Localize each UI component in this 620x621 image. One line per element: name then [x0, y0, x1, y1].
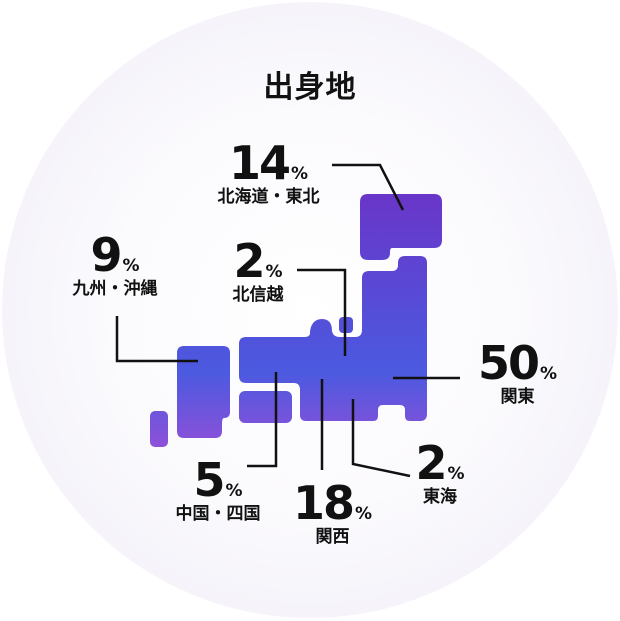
- value-label: 18: [292, 476, 355, 530]
- stat-kanto: 50% 関東: [470, 340, 565, 406]
- percent-sign: %: [225, 481, 243, 501]
- percent-sign: %: [354, 504, 373, 524]
- leader-line-hokushinetsu: [297, 268, 347, 356]
- percent-sign: %: [290, 164, 309, 184]
- stat-kansai: 18% 関西: [285, 480, 380, 546]
- region-honshu: [239, 256, 427, 421]
- value-label: 50: [477, 336, 540, 390]
- region-label: 中国・四国: [175, 504, 261, 524]
- percent-sign: %: [539, 364, 558, 384]
- region-hokkaido: [360, 194, 442, 260]
- region-shikoku: [239, 391, 292, 423]
- stat-tokai: 2% 東海: [400, 440, 480, 506]
- region-label: 東海: [423, 487, 457, 507]
- region-label: 関西: [315, 527, 350, 547]
- value-label: 14: [228, 136, 291, 190]
- percent-sign: %: [265, 262, 283, 282]
- leader-line-tokai: [351, 399, 411, 478]
- region-label: 関東: [500, 387, 535, 407]
- stat-hokushinetsu: 2% 北信越: [212, 238, 304, 304]
- stat-kyushu-okinawa: 9% 九州・沖縄: [55, 232, 175, 298]
- value-label: 5: [193, 453, 225, 507]
- region-okinawa: [150, 411, 168, 447]
- leader-line-chugoku-shikoku: [247, 372, 278, 468]
- leader-line-kyushu-okinawa: [115, 316, 198, 363]
- stat-chugoku-shikoku: 5% 中国・四国: [160, 457, 276, 523]
- region-label: 北海道・東北: [217, 187, 320, 207]
- region-label: 北信越: [232, 285, 284, 305]
- percent-sign: %: [447, 464, 465, 484]
- region-label: 九州・沖縄: [72, 279, 158, 299]
- leader-line-hokkaido-tohoku: [332, 163, 405, 211]
- value-label: 2: [415, 436, 447, 490]
- stat-hokkaido-tohoku: 14% 北海道・東北: [196, 140, 341, 206]
- region-kyushu: [177, 346, 230, 438]
- chart-title: 出身地: [263, 70, 357, 105]
- value-label: 9: [90, 228, 122, 282]
- percent-sign: %: [122, 256, 140, 276]
- value-label: 2: [233, 234, 265, 288]
